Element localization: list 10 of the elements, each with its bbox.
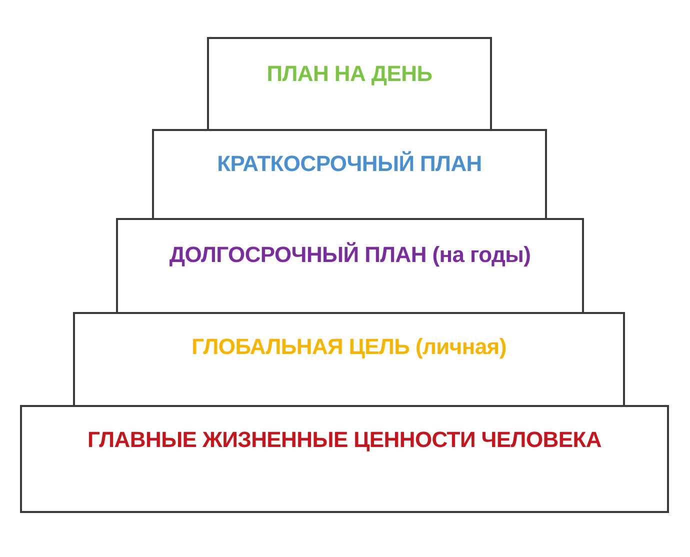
level-label: ГЛАВНЫЕ ЖИЗНЕННЫЕ ЦЕННОСТИ ЧЕЛОВЕКА [86,427,602,453]
level-label: ДОЛГОСРОЧНЫЙ ПЛАН (на годы) [168,242,532,268]
pyramid-level-box [207,37,492,131]
level-label: КРАТКОСРОЧНЫЙ ПЛАН [216,151,483,177]
pyramid-level-box [73,312,625,407]
level-label: ПЛАН НА ДЕНЬ [266,61,434,87]
pyramid-level-box [152,129,547,220]
pyramid-level-box [116,218,584,314]
pyramid-level-box [20,405,669,513]
level-label: ГЛОБАЛЬНАЯ ЦЕЛЬ (личная) [190,334,508,360]
